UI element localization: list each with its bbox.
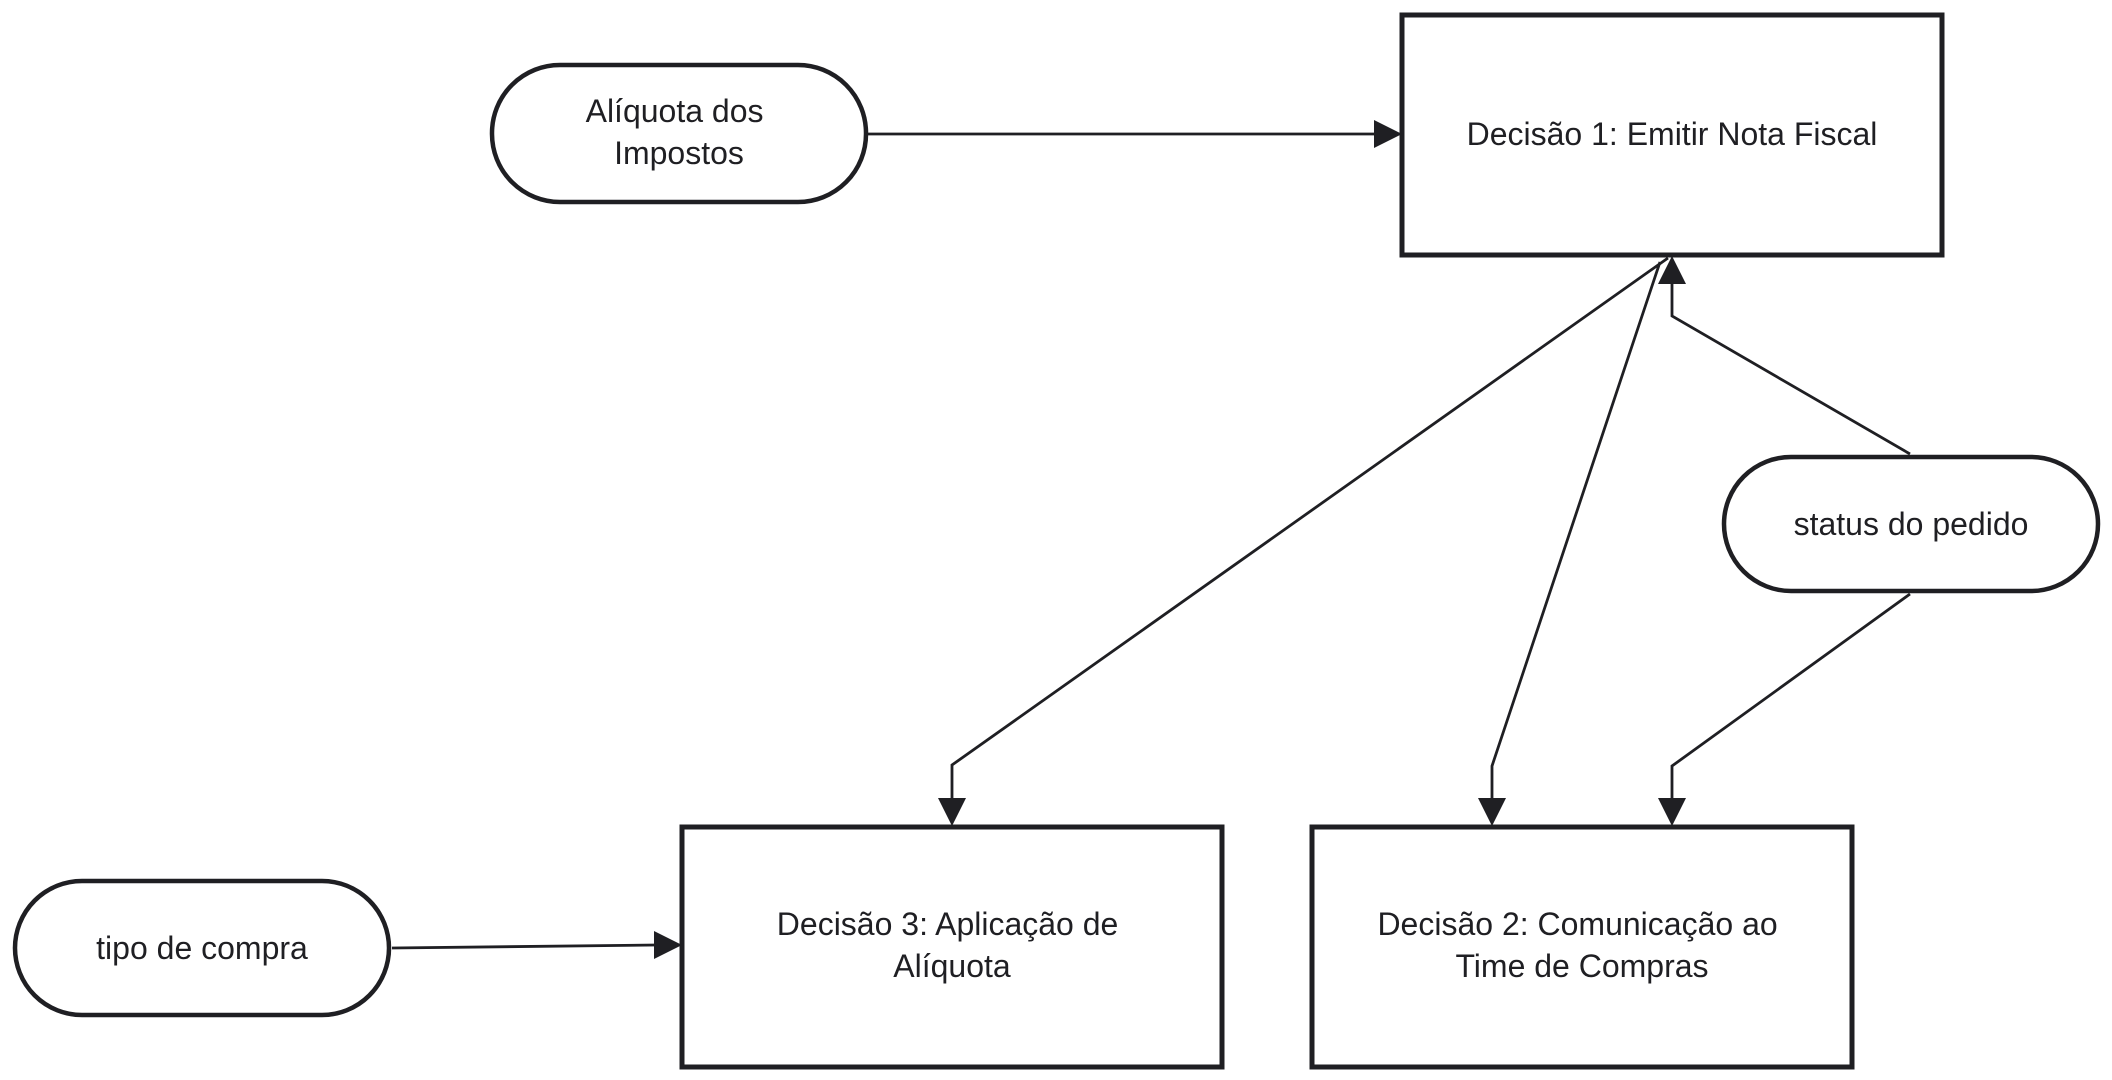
node-decisao-1[interactable]: Decisão 1: Emitir Nota Fiscal — [1399, 12, 1945, 258]
node-decisao-3[interactable]: Decisão 3: Aplicação de Alíquota — [679, 824, 1225, 1070]
edges — [391, 120, 1911, 959]
node-aliquota-impostos[interactable]: Alíquota dos Impostos — [489, 62, 869, 205]
node-status-pedido[interactable]: status do pedido — [1721, 454, 2101, 594]
node-tipo-compra-label: tipo de compra — [96, 930, 308, 966]
label-line: Alíquota — [893, 948, 1011, 984]
edge-decisao-1-to-decisao-2 — [1478, 261, 1662, 826]
edge-status-pedido-to-decisao-2 — [1658, 592, 1911, 826]
nodes: Alíquota dos Impostos Decisão 1: Emitir … — [12, 12, 2101, 1070]
label-line: Decisão 1: Emitir Nota Fiscal — [1467, 116, 1878, 152]
edge-tipo-compra-to-decisao-3 — [391, 931, 682, 959]
label-line: Time de Compras — [1455, 948, 1708, 984]
label-line: Impostos — [614, 135, 744, 171]
edge-aliquota-to-decisao-1 — [866, 120, 1402, 148]
edge-decisao-1-to-decisao-3 — [938, 256, 1669, 826]
label-line: Alíquota dos — [586, 93, 764, 129]
node-status-pedido-label: status do pedido — [1794, 506, 2029, 542]
label-line: Decisão 2: Comunicação ao — [1377, 906, 1777, 942]
label-line: status do pedido — [1794, 506, 2029, 542]
node-decisao-1-label: Decisão 1: Emitir Nota Fiscal — [1467, 116, 1878, 152]
node-decisao-2[interactable]: Decisão 2: Comunicação ao Time de Compra… — [1309, 824, 1855, 1070]
node-decisao-3-label: Decisão 3: Aplicação de Alíquota — [777, 906, 1127, 984]
node-tipo-compra[interactable]: tipo de compra — [12, 878, 392, 1018]
label-line: tipo de compra — [96, 930, 308, 966]
node-aliquota-impostos-label: Alíquota dos Impostos — [586, 93, 773, 171]
node-decisao-2-label: Decisão 2: Comunicação ao Time de Compra… — [1377, 906, 1786, 984]
label-line: Decisão 3: Aplicação de — [777, 906, 1119, 942]
edge-status-pedido-to-decisao-1 — [1658, 256, 1911, 456]
